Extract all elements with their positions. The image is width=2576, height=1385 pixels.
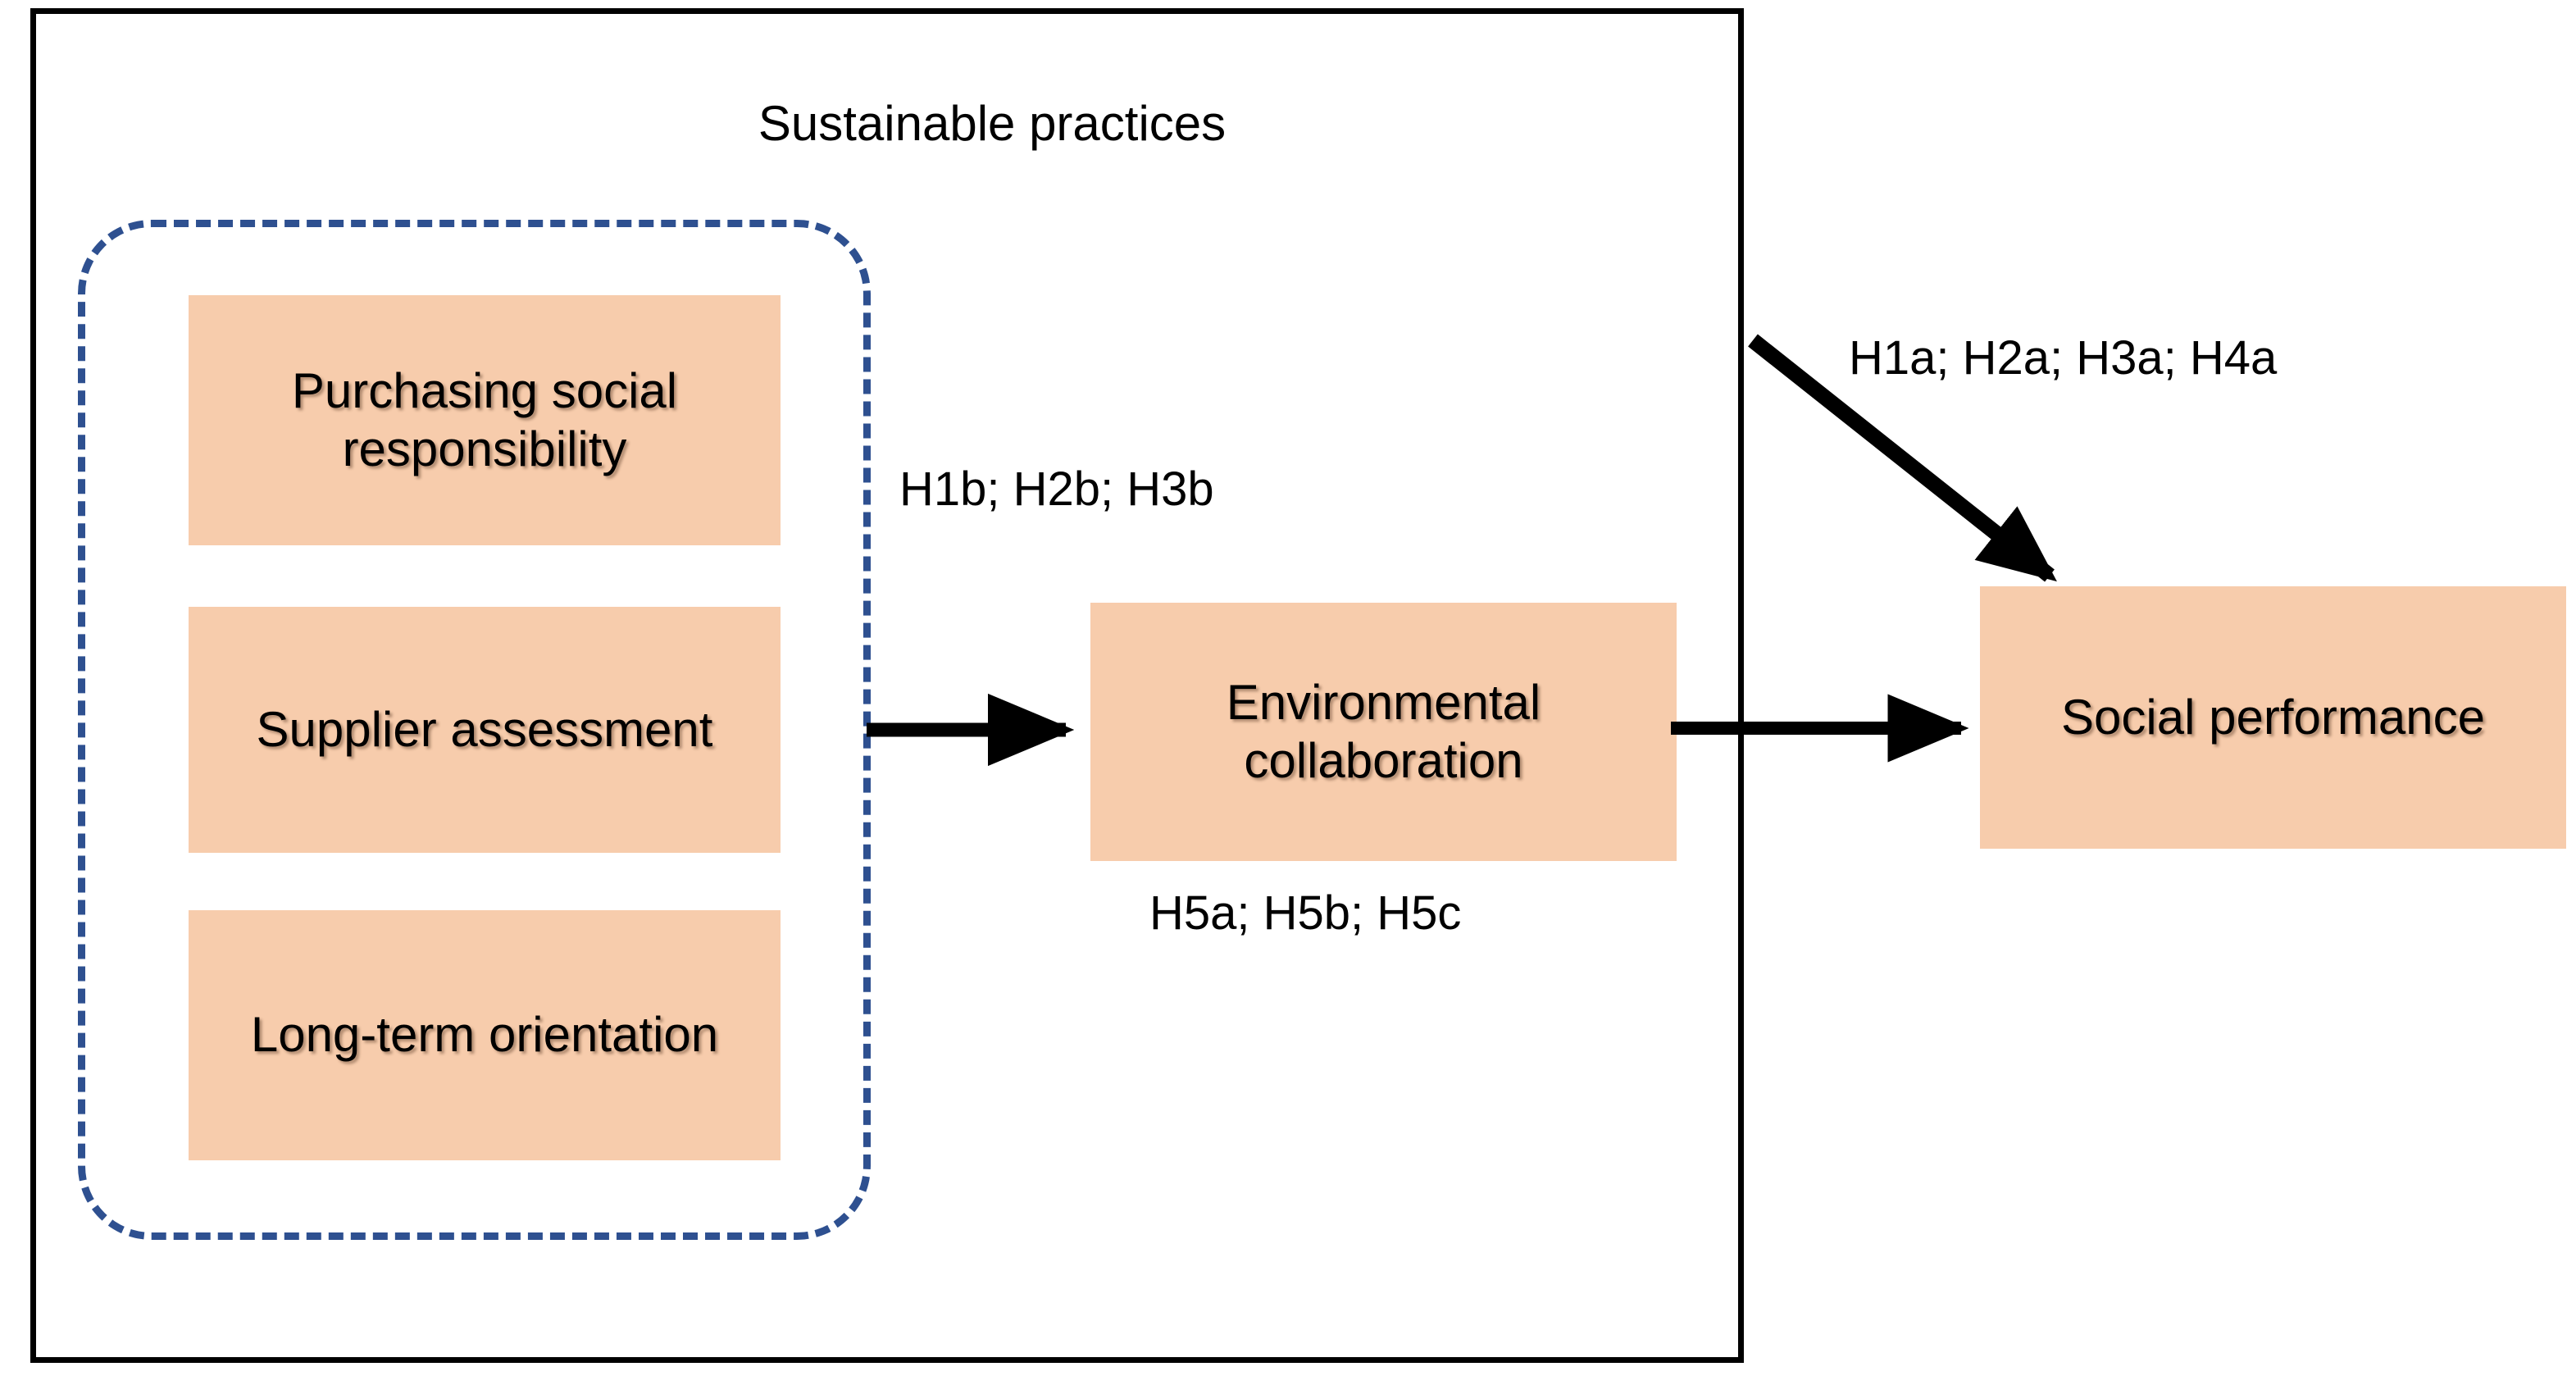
node-supplier-assessment[interactable]: Supplier assessment	[189, 607, 781, 853]
group-title: Sustainable practices	[758, 96, 1227, 151]
edge-label-collaboration-mediation: H5a; H5b; H5c	[1149, 886, 1462, 940]
node-environmental-collaboration[interactable]: Environmental collaboration	[1090, 603, 1677, 861]
node-long-term-orientation[interactable]: Long-term orientation	[189, 910, 781, 1160]
outer-frame	[30, 8, 1744, 1363]
node-purchasing-social-responsibility[interactable]: Purchasing social responsibility	[189, 295, 781, 545]
node-social-performance[interactable]: Social performance	[1980, 586, 2566, 849]
edge-label-practices-to-collaboration: H1b; H2b; H3b	[899, 462, 1214, 516]
edge-label-practices-to-performance: H1a; H2a; H3a; H4a	[1849, 331, 2278, 385]
